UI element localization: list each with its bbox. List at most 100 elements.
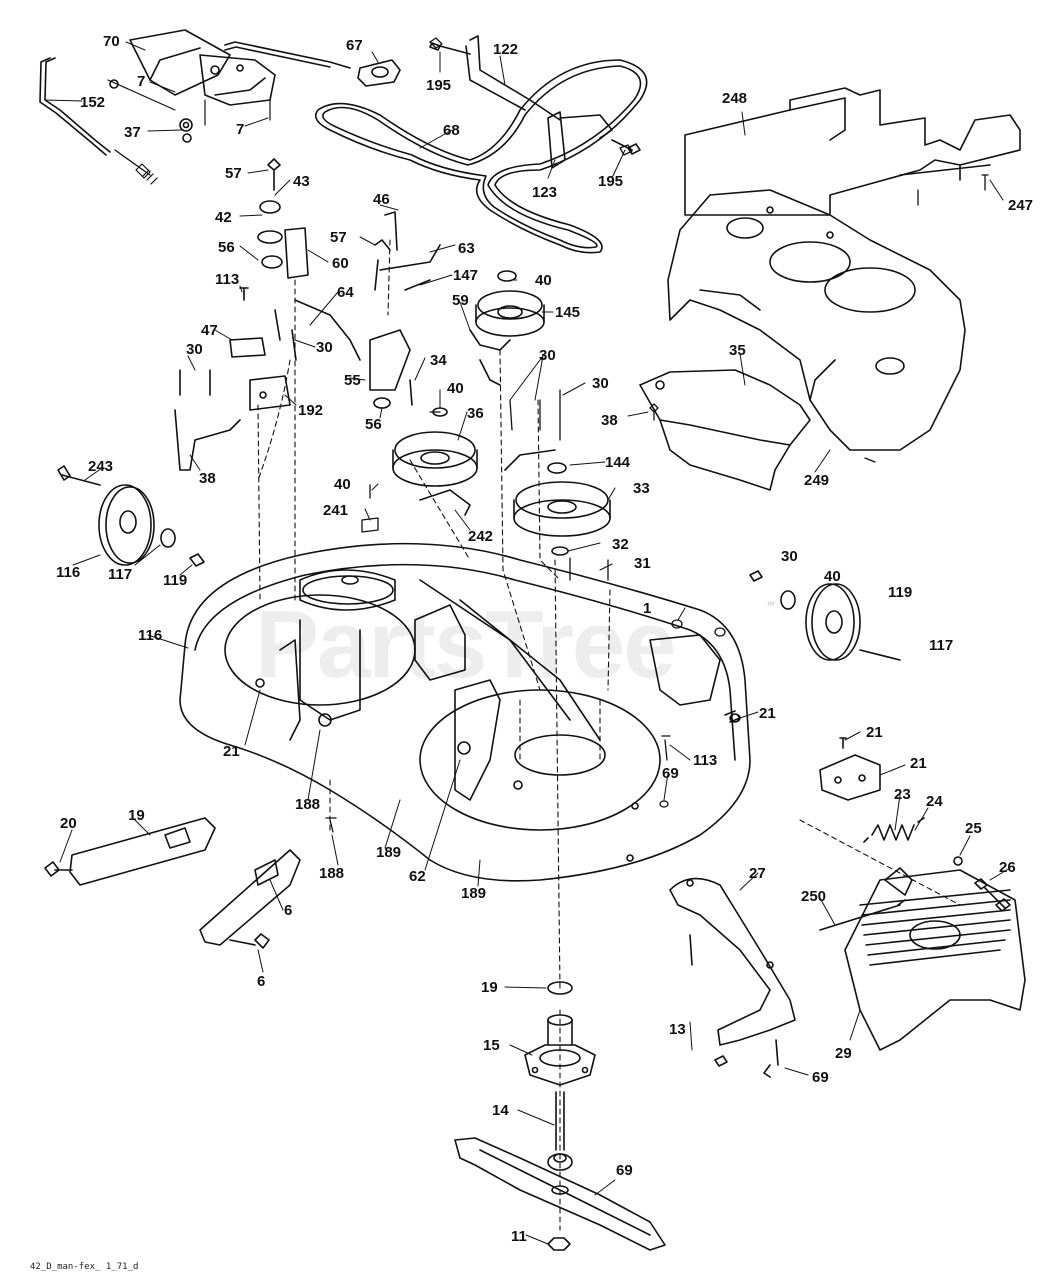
callout-195[interactable]: 195 <box>426 77 452 94</box>
support-arm-20 <box>669 877 796 1078</box>
callout-6[interactable]: 19 <box>128 807 145 824</box>
callout-55[interactable]: 55 <box>344 372 361 389</box>
callout-69[interactable]: 113 <box>693 752 718 769</box>
callout-40[interactable]: 30 <box>781 548 798 565</box>
callout-188[interactable]: 21 <box>223 743 240 760</box>
callout-13[interactable]: 14 <box>492 1102 509 1119</box>
callout-70[interactable]: 70 <box>103 33 120 50</box>
callout-67[interactable]: 67 <box>346 37 363 54</box>
callout-56[interactable]: 56 <box>365 416 382 433</box>
callout-122[interactable]: 122 <box>493 41 519 58</box>
callout-32[interactable]: 33 <box>633 480 650 497</box>
callout-35[interactable]: 38 <box>601 412 618 429</box>
callout-243[interactable]: 249 <box>804 472 830 489</box>
callout-19[interactable]: 6 <box>257 973 266 990</box>
bolt-250 <box>974 878 1011 912</box>
callout-189[interactable]: 188 <box>295 796 321 813</box>
callout-117[interactable]: 119 <box>888 584 913 601</box>
callout-14[interactable]: 15 <box>483 1037 500 1054</box>
callout-113[interactable]: 113 <box>215 271 240 288</box>
callout-116[interactable]: 117 <box>929 637 954 654</box>
deck-shield-248 <box>684 87 1021 216</box>
deflector-27 <box>844 867 1026 1051</box>
callout-6[interactable]: 6 <box>284 902 293 919</box>
callout-57[interactable]: 57 <box>225 165 242 182</box>
callout-195[interactable]: 195 <box>598 173 624 190</box>
callout-20[interactable]: 27 <box>749 865 766 882</box>
callout-38[interactable]: 38 <box>199 470 216 487</box>
callout-7[interactable]: 7 <box>137 73 146 90</box>
callout-31[interactable]: 32 <box>612 536 629 553</box>
callout-57[interactable]: 57 <box>330 229 347 246</box>
belt-guide-bracket <box>429 35 641 169</box>
callout-63[interactable]: 63 <box>458 240 475 257</box>
gauge-wheel-right <box>749 570 901 661</box>
callout-26[interactable]: 25 <box>965 820 982 837</box>
callout-60[interactable]: 60 <box>332 255 349 272</box>
callout-192[interactable]: 192 <box>298 402 324 419</box>
callout-247[interactable]: 247 <box>1008 197 1034 214</box>
callout-119[interactable]: 117 <box>108 566 133 583</box>
watermark: PartsTree <box>255 591 677 698</box>
callout-19[interactable]: 20 <box>60 815 77 832</box>
callout-40[interactable]: 40 <box>535 272 552 289</box>
callout-37[interactable]: 37 <box>124 124 141 141</box>
callout-117[interactable]: 116 <box>56 564 81 581</box>
callout-123[interactable]: 123 <box>532 184 558 201</box>
callout-116[interactable]: 243 <box>88 458 114 475</box>
callout-25[interactable]: 24 <box>926 793 943 810</box>
spindle-shaft-13 <box>547 1091 573 1171</box>
callout-7[interactable]: 7 <box>236 121 245 138</box>
callout-152[interactable]: 152 <box>80 94 106 111</box>
callout-119[interactable]: 40 <box>824 568 841 585</box>
callout-8[interactable]: 11 <box>511 1228 527 1245</box>
callout-30[interactable]: 30 <box>539 347 556 364</box>
callout-69[interactable]: 13 <box>669 1021 686 1038</box>
callout-59[interactable]: 59 <box>452 292 469 309</box>
callout-29[interactable]: 250 <box>801 888 827 905</box>
callout-47[interactable]: 47 <box>201 322 218 339</box>
callout-21[interactable]: 21 <box>759 705 776 722</box>
callout-33[interactable]: 144 <box>605 454 631 471</box>
callout-248[interactable]: 248 <box>722 90 748 107</box>
callout-1[interactable]: 116 <box>138 627 163 644</box>
callout-241[interactable]: 40 <box>334 476 351 493</box>
callout-144[interactable]: 242 <box>468 528 494 545</box>
callout-40[interactable]: 40 <box>447 380 464 397</box>
callout-113[interactable]: 188 <box>319 865 345 882</box>
callout-68[interactable]: 68 <box>443 122 460 139</box>
callout-43[interactable]: 43 <box>293 173 310 190</box>
callout-36[interactable]: 36 <box>467 405 484 422</box>
callout-34[interactable]: 34 <box>430 352 447 369</box>
lift-arm-6-upper <box>44 817 216 886</box>
callout-11[interactable]: 69 <box>616 1162 633 1179</box>
spindle-assembly <box>524 981 596 1086</box>
callout-250[interactable]: 26 <box>999 859 1016 876</box>
callout-189[interactable]: 62 <box>409 868 426 885</box>
callout-15[interactable]: 19 <box>481 979 498 996</box>
callout-188[interactable]: 189 <box>461 885 487 902</box>
callout-147[interactable]: 147 <box>453 267 479 284</box>
callout-24[interactable]: 23 <box>894 786 911 803</box>
callout-46[interactable]: 46 <box>373 191 390 208</box>
callout-21[interactable]: 69 <box>662 765 679 782</box>
callout-27[interactable]: 29 <box>835 1045 852 1062</box>
callout-21[interactable]: 1 <box>643 600 652 617</box>
callout-40[interactable]: 119 <box>163 572 188 589</box>
callout-30[interactable]: 31 <box>634 555 651 572</box>
callout-69[interactable]: 69 <box>812 1069 829 1086</box>
bolt-8 <box>547 1237 571 1251</box>
callout-56[interactable]: 56 <box>218 239 235 256</box>
callout-242[interactable]: 241 <box>323 502 349 519</box>
callout-145[interactable]: 145 <box>555 304 581 321</box>
callout-30[interactable]: 30 <box>186 341 203 358</box>
callout-21[interactable]: 21 <box>866 724 883 741</box>
callout-42[interactable]: 42 <box>215 209 232 226</box>
callout-62[interactable]: 189 <box>376 844 402 861</box>
callout-30[interactable]: 30 <box>316 339 333 356</box>
pulley-36 <box>392 407 478 516</box>
callout-64[interactable]: 64 <box>337 284 354 301</box>
callout-23[interactable]: 21 <box>910 755 927 772</box>
callout-249[interactable]: 35 <box>729 342 746 359</box>
callout-38[interactable]: 30 <box>592 375 609 392</box>
